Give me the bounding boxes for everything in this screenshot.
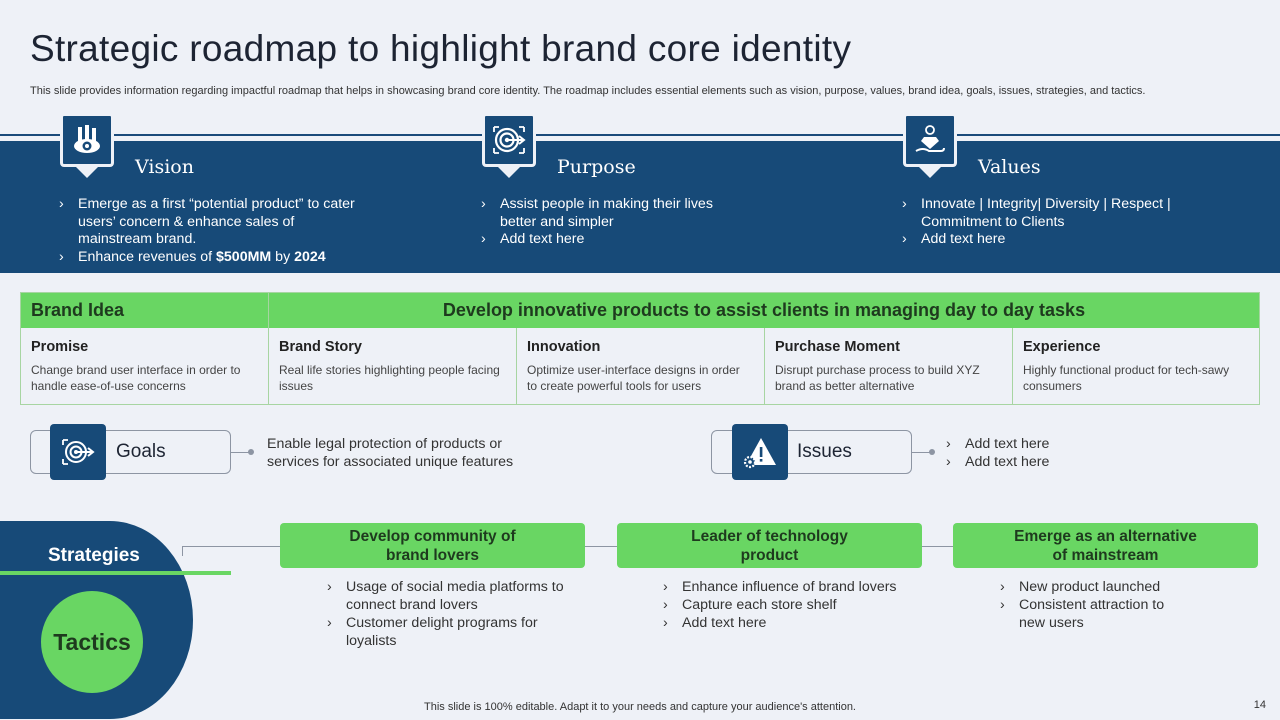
- brand-idea-label: Brand Idea: [31, 300, 125, 320]
- goals-label: Goals: [116, 441, 166, 462]
- list-item: Add text here: [902, 231, 1182, 249]
- vision-pointer: [76, 167, 98, 178]
- list-item: Enhance influence of brand lovers: [663, 578, 923, 596]
- strategy-connector: [585, 546, 617, 547]
- purpose-icon-box: [482, 113, 536, 167]
- vision-icon-box: [60, 113, 114, 167]
- cell-text: Change brand user interface in order to …: [31, 363, 241, 393]
- brand-idea-statement: Develop innovative products to assist cl…: [442, 300, 1086, 320]
- target-icon: [62, 439, 95, 465]
- slide-title: Strategic roadmap to highlight brand cor…: [30, 28, 852, 69]
- strategy-connector: [182, 546, 280, 547]
- revenue-by: by: [271, 248, 295, 265]
- values-list: Innovate | Integrity| Diversity | Respec…: [902, 196, 1182, 249]
- tactics-list: New product launched Consistent attracti…: [1000, 578, 1190, 632]
- page-number: 14: [1253, 699, 1266, 711]
- purpose-list: Assist people in making their lives bett…: [481, 196, 751, 249]
- strategy-title: Leader of technology product: [691, 527, 848, 564]
- goals-text: Enable legal protection of products or s…: [267, 436, 514, 470]
- tactics-list: Usage of social media platforms to conne…: [327, 578, 567, 650]
- cell-heading: Promise: [31, 339, 89, 355]
- issues-connector: [912, 452, 932, 453]
- strategies-label: Strategies: [48, 545, 140, 566]
- tactics-list: Enhance influence of brand lovers Captur…: [663, 578, 923, 632]
- purpose-label: Purpose: [557, 156, 636, 178]
- strategy-connector-tick: [182, 546, 183, 556]
- brand-cell-experience: Experience Highly functional product for…: [1023, 339, 1233, 394]
- values-icon-box: [903, 113, 957, 167]
- list-item: Enhance revenues of $500MM by 2024: [59, 249, 359, 267]
- tactics-circle: Tactics: [41, 591, 143, 693]
- vision-label: Vision: [135, 156, 194, 178]
- vision-list: Emerge as a first “potential product” to…: [59, 196, 359, 266]
- slide-subtitle: This slide provides information regardin…: [30, 85, 1146, 97]
- revenue-prefix: Enhance revenues of: [78, 248, 217, 265]
- revenue-year: 2024: [294, 248, 326, 265]
- footer-note: This slide is 100% editable. Adapt it to…: [424, 701, 856, 713]
- cell-heading: Innovation: [527, 339, 601, 355]
- list-item: Add text here: [946, 435, 1146, 453]
- table-divider: [764, 328, 765, 404]
- list-item: Consistent attraction to new users: [1000, 596, 1190, 632]
- strategy-title: Emerge as an alternative of mainstream: [1014, 527, 1197, 564]
- cell-text: Optimize user-interface designs in order…: [527, 363, 740, 393]
- list-item: Assist people in making their lives bett…: [481, 196, 751, 231]
- brand-idea-header: [21, 293, 1259, 328]
- cell-text: Highly functional product for tech-sawy …: [1023, 363, 1230, 393]
- table-divider: [268, 293, 269, 404]
- tactics-label: Tactics: [53, 628, 131, 655]
- brand-idea-table: Brand Idea Develop innovative products t…: [20, 292, 1260, 405]
- list-item: New product launched: [1000, 578, 1190, 596]
- cell-heading: Brand Story: [279, 339, 362, 355]
- issues-label: Issues: [797, 441, 852, 462]
- target-icon: [493, 126, 526, 154]
- values-pointer: [919, 167, 941, 178]
- brand-cell-innovation: Innovation Optimize user-interface desig…: [527, 339, 752, 394]
- eye-building-icon: [74, 125, 100, 153]
- goals-dot: [248, 449, 254, 455]
- brand-cell-purchase: Purchase Moment Disrupt purchase process…: [775, 339, 1000, 394]
- list-item: Add text here: [481, 231, 751, 249]
- purpose-pointer: [498, 167, 520, 178]
- brand-cell-promise: Promise Change brand user interface in o…: [31, 339, 256, 394]
- issues-list: Add text here Add text here: [946, 435, 1146, 471]
- issues-dot: [929, 449, 935, 455]
- table-divider: [1012, 328, 1013, 404]
- revenue-amount: $500MM: [216, 248, 272, 265]
- warning-gear-icon: [743, 438, 776, 469]
- strategy-connector: [922, 546, 953, 547]
- cell-heading: Experience: [1023, 339, 1101, 355]
- values-label: Values: [978, 156, 1041, 178]
- cell-text: Disrupt purchase process to build XYZ br…: [775, 363, 980, 393]
- list-item: Emerge as a first “potential product” to…: [59, 196, 359, 249]
- cell-text: Real life stories highlighting people fa…: [279, 363, 500, 393]
- list-item: Add text here: [946, 453, 1146, 471]
- brand-cell-story: Brand Story Real life stories highlighti…: [279, 339, 504, 394]
- strategies-underline: [0, 571, 231, 575]
- strategy-box: Leader of technology product: [617, 523, 922, 568]
- goals-icon-box: [50, 424, 106, 480]
- top-divider: [0, 134, 1280, 136]
- strategy-box: Develop community of brand lovers: [280, 523, 585, 568]
- cell-heading: Purchase Moment: [775, 339, 900, 355]
- list-item: Innovate | Integrity| Diversity | Respec…: [902, 196, 1182, 231]
- table-divider: [516, 328, 517, 404]
- hand-diamond-icon: [915, 125, 945, 152]
- list-item: Customer delight programs for loyalists: [327, 614, 567, 650]
- strategy-title: Develop community of brand lovers: [349, 527, 516, 564]
- issues-icon-box: [732, 424, 788, 480]
- list-item: Capture each store shelf: [663, 596, 923, 614]
- goals-connector: [231, 452, 251, 453]
- list-item: Usage of social media platforms to conne…: [327, 578, 567, 614]
- strategy-box: Emerge as an alternative of mainstream: [953, 523, 1258, 568]
- list-item: Add text here: [663, 614, 923, 632]
